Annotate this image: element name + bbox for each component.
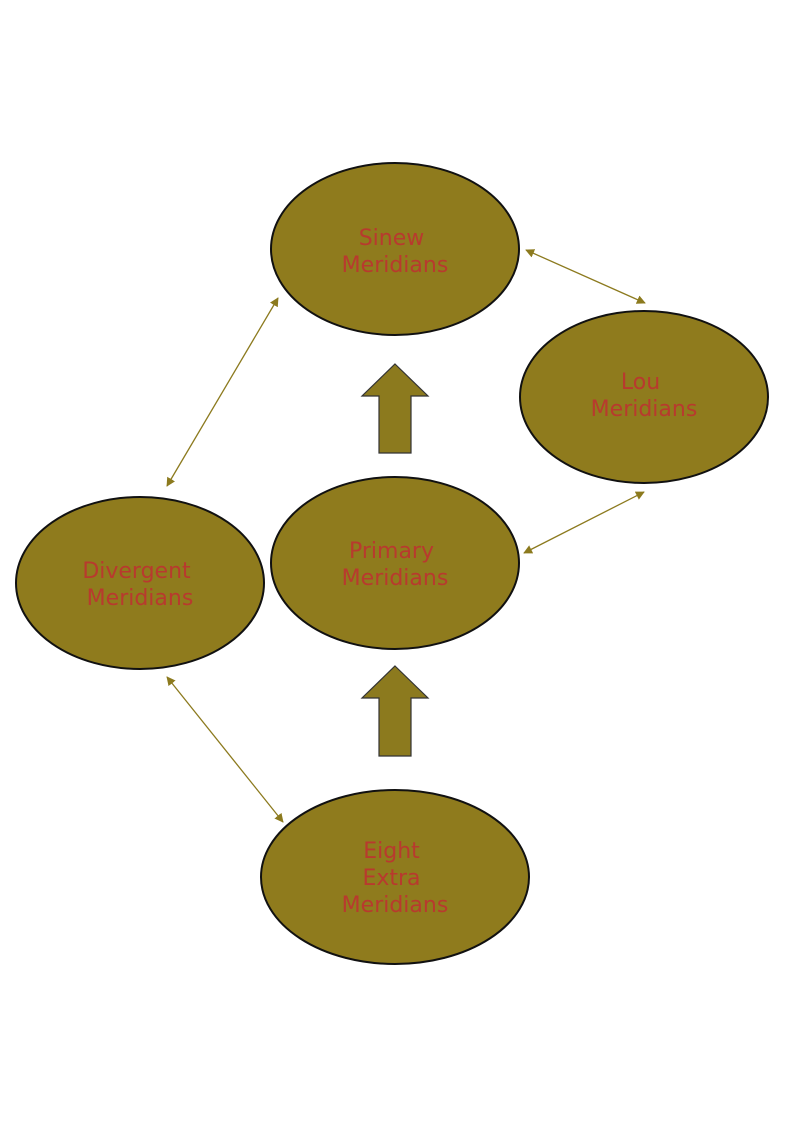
- node-eight-extra-label-line: Eight: [363, 839, 420, 864]
- connector-primary-lou: [523, 491, 645, 554]
- node-lou-label-line: Meridians: [591, 397, 698, 422]
- connectors: [166, 249, 646, 823]
- node-divergent-shape: [15, 496, 265, 670]
- node-sinew-label: Sinew Meridians: [342, 226, 449, 278]
- connector-divergent-eight-extra: [166, 676, 284, 823]
- node-eight-extra-shape: [260, 789, 530, 965]
- node-lou-shape: [519, 310, 769, 484]
- connector-sinew-lou: [525, 249, 646, 304]
- node-primary: Primary Meridians: [270, 476, 520, 650]
- connector-sinew-divergent: [166, 297, 279, 487]
- block-arrows: [360, 363, 430, 757]
- block-arrow-primary-to-sinew: [360, 363, 430, 454]
- node-primary-shape: [270, 476, 520, 650]
- node-eight-extra: Eight Extra Meridians: [260, 789, 530, 965]
- node-eight-extra-label-line: Meridians: [342, 893, 449, 918]
- node-sinew: Sinew Meridians: [270, 162, 520, 336]
- node-divergent: Divergent Meridians: [15, 496, 265, 670]
- node-primary-label-line: Primary: [349, 539, 434, 564]
- node-primary-label-line: Meridians: [342, 566, 449, 591]
- node-eight-extra-label-line: Extra: [362, 866, 420, 891]
- node-sinew-label-line: Sinew: [359, 226, 425, 251]
- node-sinew-shape: [270, 162, 520, 336]
- node-lou-label-line: Lou: [621, 370, 660, 395]
- node-lou: Lou Meridians: [519, 310, 769, 484]
- node-sinew-label-line: Meridians: [342, 253, 449, 278]
- node-divergent-label-line: Divergent: [82, 559, 191, 584]
- node-divergent-label-line: Meridians: [87, 586, 194, 611]
- node-eight-extra-label: Eight Extra Meridians: [342, 839, 449, 918]
- block-arrow-eight-extra-to-primary: [360, 665, 430, 757]
- node-lou-label: Lou Meridians: [591, 370, 698, 422]
- node-primary-label: Primary Meridians: [342, 539, 449, 591]
- node-divergent-label: Divergent Meridians: [82, 559, 197, 611]
